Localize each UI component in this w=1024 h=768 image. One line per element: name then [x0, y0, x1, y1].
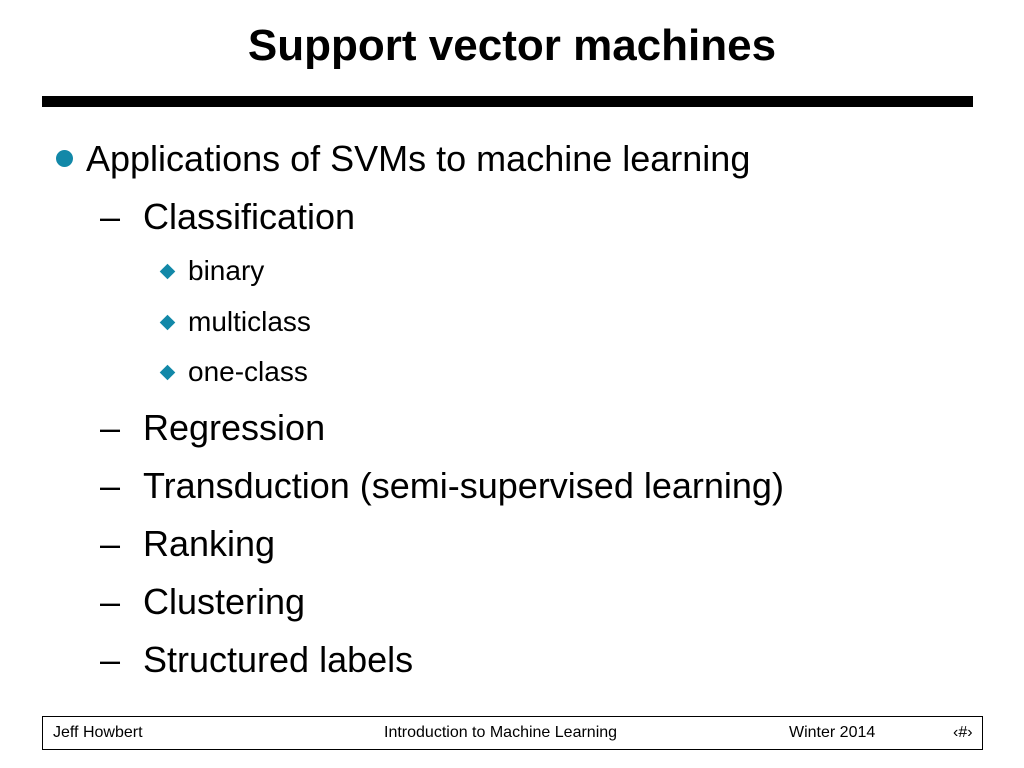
sub-bullet-text: Transduction (semi-supervised learning): [143, 465, 784, 506]
slide-title: Support vector machines: [247, 21, 777, 70]
dash-bullet-icon: –: [100, 465, 121, 506]
sub-bullet-text: Clustering: [143, 581, 306, 622]
round-bullet-icon: [56, 150, 73, 167]
dash-bullet-icon: –: [100, 581, 121, 622]
dash-bullet-icon: –: [100, 523, 121, 564]
footer-term: Winter 2014: [789, 724, 876, 741]
dash-bullet-icon: –: [100, 407, 121, 448]
diamond-bullet-icon: [159, 263, 176, 280]
footer-author: Jeff Howbert: [53, 724, 143, 741]
sub-sub-bullet-text: multiclass: [188, 306, 311, 337]
diamond-bullet-icon: [159, 314, 176, 331]
sub-bullet-text: Ranking: [143, 523, 276, 564]
footer-course: Introduction to Machine Learning: [384, 724, 618, 741]
dash-bullet-icon: –: [100, 196, 121, 237]
sub-bullet-text: Structured labels: [143, 639, 414, 680]
bullet-text: Applications of SVMs to machine learning: [86, 138, 751, 179]
dash-bullet-icon: –: [100, 639, 121, 680]
sub-sub-bullet-text: one-class: [188, 356, 308, 387]
slide-footer: Jeff Howbert Introduction to Machine Lea…: [42, 716, 983, 750]
sub-bullet-text: Regression: [143, 407, 326, 448]
sub-bullet-text: Classification: [143, 196, 356, 237]
title-underline: [42, 96, 973, 107]
diamond-bullet-icon: [159, 364, 176, 381]
sub-sub-bullet-text: binary: [188, 255, 265, 286]
footer-page-number: ‹#›: [953, 724, 973, 741]
